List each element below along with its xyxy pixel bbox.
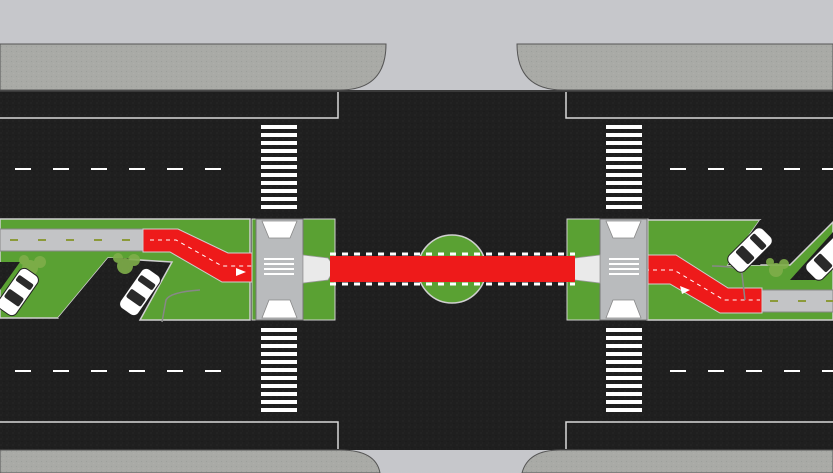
shrub-right-1 [766, 258, 789, 277]
curb-top-left [0, 92, 339, 119]
bike-path-left-lane [150, 239, 258, 267]
bike-path-right-lane [645, 269, 760, 301]
parked-car-1 [0, 267, 39, 317]
curb-bottom-left [0, 421, 339, 449]
central-bike-crossing [330, 256, 575, 282]
crosswalk-top-left [261, 125, 297, 209]
crosswalk-bottom-left [261, 328, 297, 412]
curb-top-right [565, 92, 833, 119]
bike-arrow-left [236, 268, 246, 276]
sidewalk-bottom-right [521, 449, 833, 473]
crosswalk-top-right [606, 125, 642, 209]
sidewalk-bottom-left [0, 449, 381, 473]
crossing-island-left [251, 218, 336, 321]
parking-bays-left [0, 258, 130, 318]
shrub-left-2 [113, 253, 140, 274]
sidewalk-top-right [516, 43, 833, 91]
lamp-post-left [161, 289, 201, 323]
crossing-island-right [566, 218, 649, 321]
curb-bottom-right [565, 421, 833, 449]
parked-car-2 [119, 267, 161, 317]
sidewalk-top-left [0, 43, 387, 91]
parked-car-3 [727, 227, 773, 273]
shrub-left-1 [19, 255, 46, 276]
bike-arrow-right [680, 286, 690, 294]
parked-car-4 [805, 235, 833, 281]
road-edge-top [0, 90, 833, 92]
crosswalk-bottom-right [606, 328, 642, 412]
